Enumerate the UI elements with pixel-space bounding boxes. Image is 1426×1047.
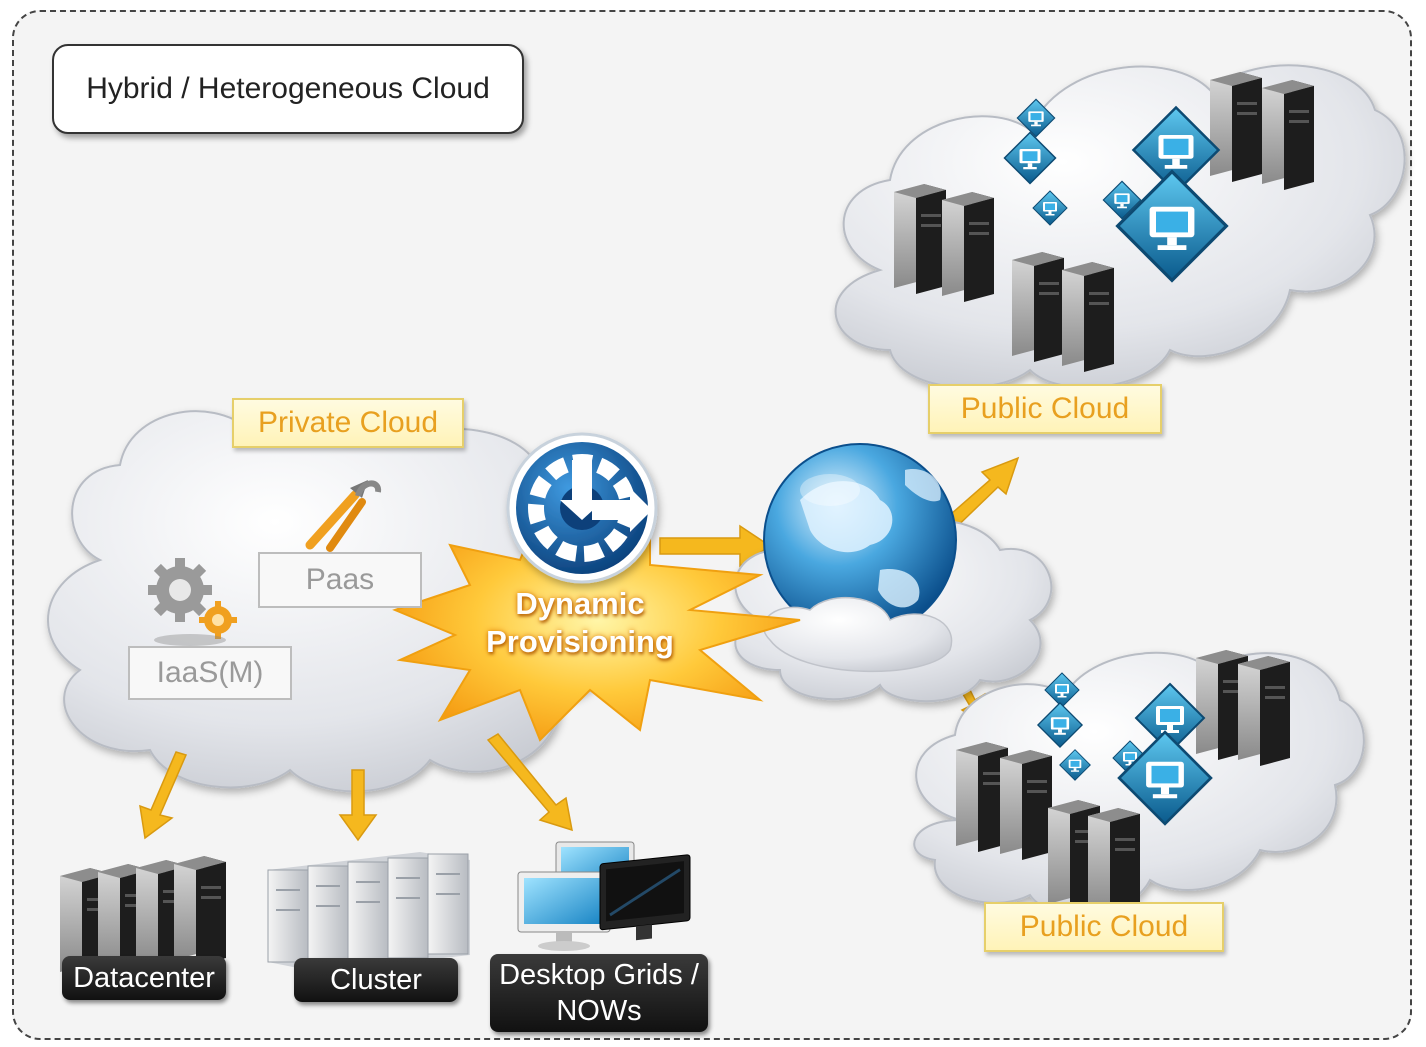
desktop-grids-line2: NOWs <box>556 995 642 1027</box>
dynamic-provisioning-line2: Provisioning <box>486 624 674 659</box>
provisioning-icon <box>506 432 658 584</box>
desktop-monitors <box>517 841 691 951</box>
private-cloud-label: Private Cloud <box>232 398 464 448</box>
dynamic-provisioning-line1: Dynamic <box>515 586 645 621</box>
public-cloud-1-label: Public Cloud <box>928 384 1162 434</box>
tools-icon <box>305 480 382 552</box>
cluster-label: Cluster <box>294 958 458 1002</box>
globe-icon <box>763 443 957 637</box>
iaas-label: IaaS(M) <box>128 646 292 700</box>
datacenter-label: Datacenter <box>62 956 226 1000</box>
public-cloud-2-label: Public Cloud <box>984 902 1224 952</box>
gears-icon <box>148 558 237 646</box>
globe-cloud-puff <box>762 597 953 673</box>
paas-label: Paas <box>258 552 422 608</box>
dynamic-provisioning-label: Dynamic Provisioning <box>470 585 690 661</box>
cluster-racks <box>267 852 470 972</box>
desktop-grids-line1: Desktop Grids / <box>499 959 699 991</box>
desktop-grids-label: Desktop Grids / NOWs <box>490 954 708 1032</box>
diagram-title: Hybrid / Heterogeneous Cloud <box>52 44 524 134</box>
